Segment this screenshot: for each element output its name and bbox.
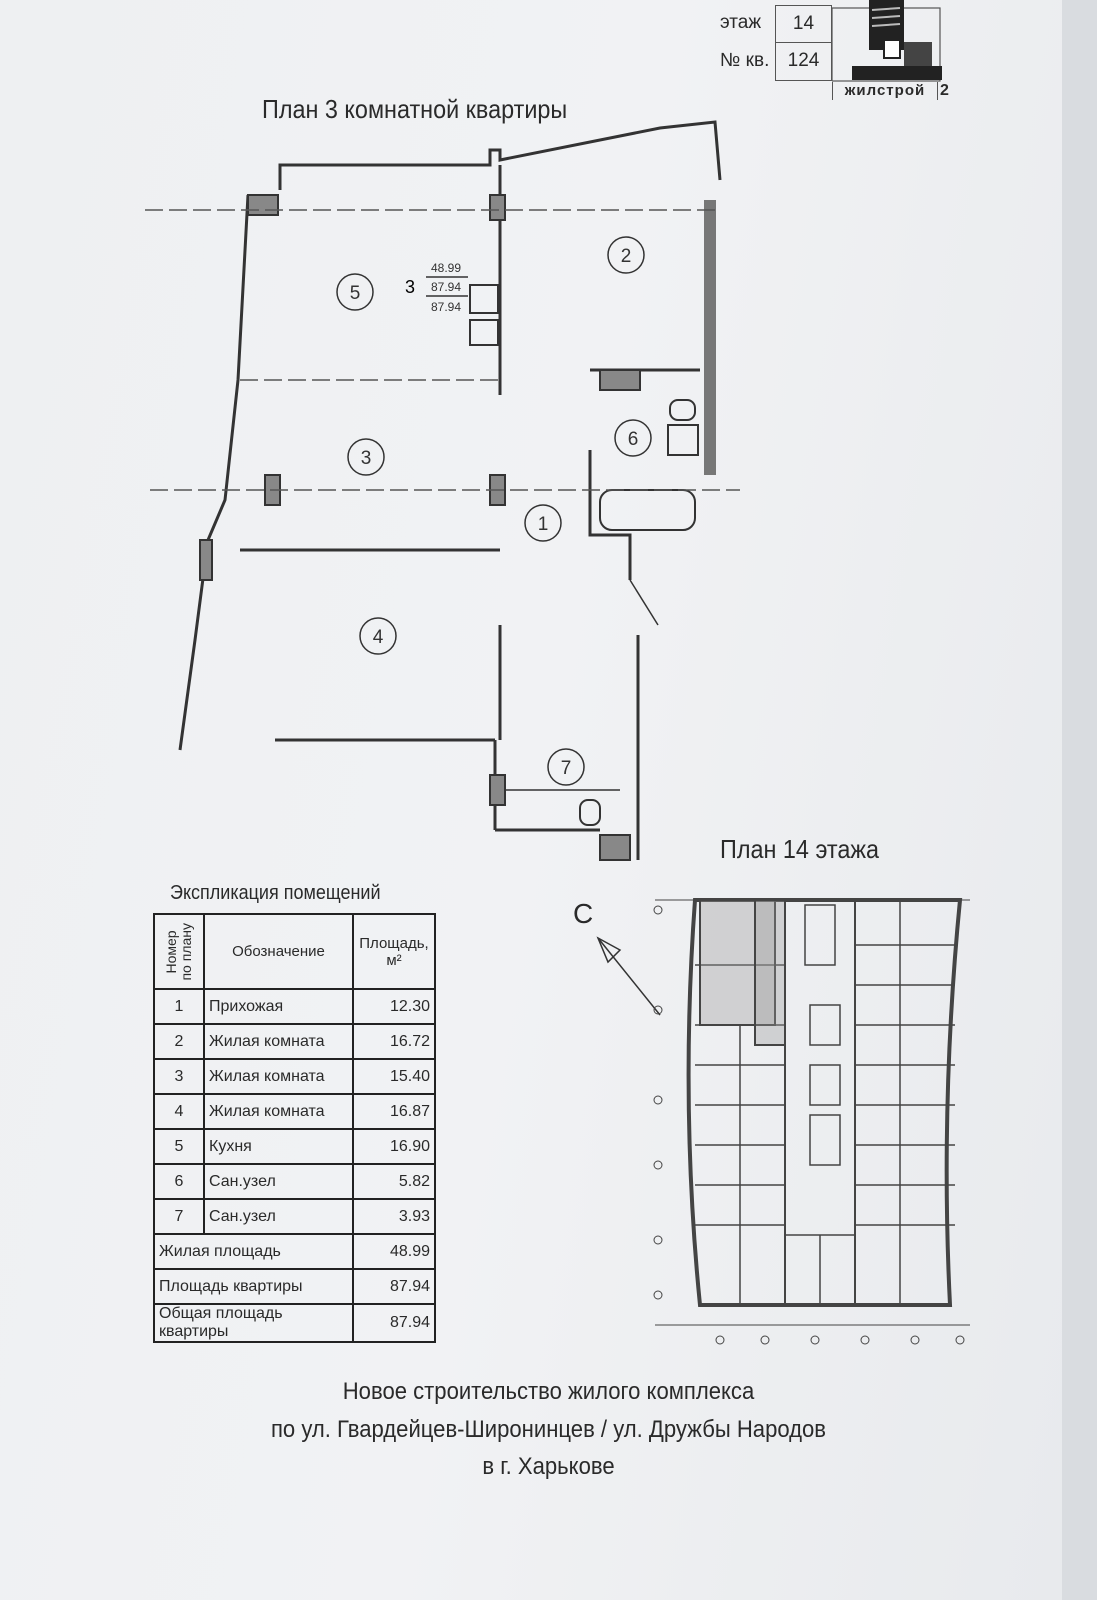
- logo-number: 2: [940, 82, 949, 99]
- plan-total-area: 87.94: [431, 300, 461, 314]
- room-marker-6: 6: [628, 429, 639, 450]
- footer-line-1: Новое строительство жилого комплекса: [342, 1378, 755, 1405]
- apartment-number-label: № кв.: [720, 50, 770, 71]
- room-marker-1: 1: [538, 514, 549, 535]
- building-logo-icon: [831, 0, 942, 82]
- logo-text: жилстрой: [832, 82, 938, 100]
- room-marker-4: 4: [373, 627, 384, 648]
- company-logo: [831, 0, 957, 82]
- plan-living-area: 48.99: [431, 261, 461, 275]
- header-area: Площадь,м²: [352, 913, 436, 990]
- background-edge: [1062, 0, 1097, 1600]
- room-count: 3: [405, 277, 415, 297]
- floor-plan-title: План 14 этажа: [720, 834, 880, 864]
- north-arrow-icon: [596, 936, 661, 1016]
- floor-label: этаж: [720, 12, 762, 33]
- explication-title: Экспликация помещений: [170, 882, 381, 904]
- room-marker-3: 3: [361, 448, 372, 469]
- apartment-plan-title: План 3 комнатной квартиры: [262, 94, 568, 124]
- footer-line-3: в г. Харькове: [482, 1453, 615, 1480]
- room-marker-5: 5: [350, 283, 361, 304]
- footer-line-2: по ул. Гвардейцев-Широнинцев / ул. Дружб…: [270, 1416, 827, 1443]
- apartment-floor-plan: 1 2 3 4 5 6 7 3 48.99 87.94 87.94: [145, 120, 740, 861]
- compass-north-letter: С: [573, 898, 594, 929]
- header-name: Обозначение: [203, 913, 354, 990]
- room-marker-2: 2: [621, 246, 632, 267]
- plan-apartment-area: 87.94: [431, 280, 461, 294]
- room-marker-7: 7: [561, 758, 572, 779]
- floor-14-plan: [653, 898, 970, 1345]
